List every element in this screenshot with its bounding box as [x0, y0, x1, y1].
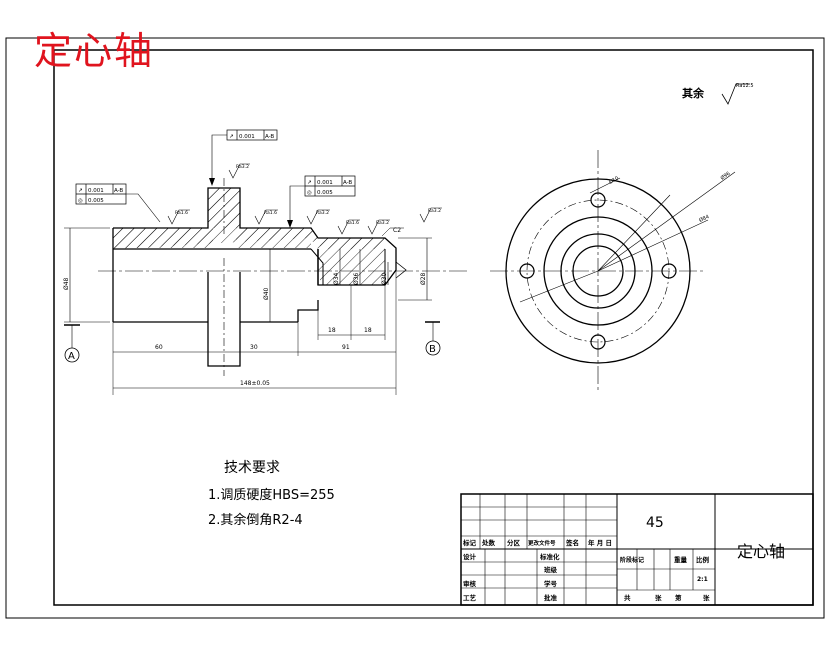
svg-text:Ø30: Ø30 — [381, 272, 388, 285]
svg-text:Ø36: Ø36 — [353, 272, 360, 285]
svg-text:Ø84: Ø84 — [698, 213, 710, 224]
svg-text:技术要求: 技术要求 — [224, 460, 280, 476]
roughness-1: Ra3.2 — [228, 163, 250, 179]
roughness-end — [395, 261, 407, 279]
svg-text:30: 30 — [250, 344, 258, 351]
svg-text:更改文件号: 更改文件号 — [528, 539, 556, 547]
shaft-section-view — [98, 178, 470, 376]
chamfer-label: C2 — [393, 227, 401, 234]
datum-a: A — [64, 324, 80, 363]
surface-note: 其余 Ra12.5 — [682, 83, 754, 105]
flange-end-view: Ø96 Ø84 Ø10 — [490, 150, 736, 392]
svg-text:B: B — [429, 344, 436, 355]
svg-text:年 月 日: 年 月 日 — [588, 538, 612, 547]
svg-text:↗: ↗ — [307, 180, 312, 186]
title-block-text: 标记 处数 分区 更改文件号 签名 年 月 日 设计 审核 工艺 标准化 班级 … — [462, 538, 710, 602]
svg-text:批准: 批准 — [544, 593, 558, 602]
svg-text:Ø10: Ø10 — [608, 175, 620, 186]
title-block — [460, 493, 814, 606]
roughness-7: Ra3.2 — [419, 207, 442, 223]
svg-text:↗: ↗ — [78, 188, 83, 194]
svg-text:工艺: 工艺 — [463, 593, 477, 602]
watermark-title: 定心轴 — [34, 29, 155, 73]
svg-text:比例: 比例 — [696, 555, 710, 564]
svg-text:处数: 处数 — [481, 538, 496, 547]
svg-text:0.005: 0.005 — [88, 198, 104, 204]
svg-text:0.001: 0.001 — [88, 188, 104, 194]
roughness-3: Ra1.6 — [254, 209, 278, 225]
tech-requirements: 技术要求 1.调质硬度HBS=255 2.其余倒角R2-4 — [208, 460, 335, 528]
svg-text:重量: 重量 — [674, 555, 688, 564]
svg-text:0.001: 0.001 — [239, 134, 255, 140]
svg-text:Ra3.2: Ra3.2 — [376, 220, 389, 226]
svg-text:A-B: A-B — [343, 180, 352, 186]
datum-b: B — [425, 321, 441, 356]
roughness-2: Ra1.6 — [167, 209, 190, 225]
svg-text:2:1: 2:1 — [697, 576, 708, 583]
svg-text:1.调质硬度HBS=255: 1.调质硬度HBS=255 — [208, 487, 335, 503]
material-label: 45 — [646, 515, 664, 531]
svg-text:Ra1.6: Ra1.6 — [264, 210, 277, 216]
svg-text:148±0.05: 148±0.05 — [240, 380, 270, 387]
svg-text:Ø40: Ø40 — [263, 287, 270, 300]
svg-text:Ø28: Ø28 — [420, 272, 427, 285]
svg-text:张: 张 — [655, 593, 662, 602]
svg-text:0.005: 0.005 — [317, 190, 333, 196]
svg-text:18: 18 — [364, 327, 372, 334]
svg-text:Ra3.2: Ra3.2 — [428, 208, 441, 214]
part-name-label: 定心轴 — [737, 542, 785, 561]
inner-frame — [53, 49, 814, 606]
svg-text:Ø34: Ø34 — [333, 272, 340, 285]
svg-text:A: A — [68, 351, 75, 362]
tolerance-frames: ↗ 0.001 A-B ↗ 0.001 A-B ◎ 0.005 ↗ 0.001 … — [75, 129, 356, 228]
svg-text:其余: 其余 — [682, 86, 705, 100]
svg-text:标准化: 标准化 — [539, 552, 560, 561]
svg-text:60: 60 — [155, 344, 163, 351]
svg-text:Ø96: Ø96 — [719, 170, 731, 182]
svg-text:Ra1.6: Ra1.6 — [346, 220, 359, 226]
svg-text:班级: 班级 — [544, 565, 558, 574]
outer-frame — [5, 37, 825, 619]
svg-text:第: 第 — [675, 593, 682, 602]
svg-text:A-B: A-B — [265, 134, 274, 140]
svg-text:◎: ◎ — [307, 190, 312, 196]
svg-text:阶段标记: 阶段标记 — [620, 556, 644, 564]
svg-text:Ra12.5: Ra12.5 — [736, 83, 754, 89]
roughness-5: Ra1.6 — [337, 219, 360, 235]
svg-text:共: 共 — [624, 593, 631, 602]
svg-text:学号: 学号 — [544, 579, 558, 588]
svg-text:标记: 标记 — [462, 538, 477, 547]
svg-text:↗: ↗ — [229, 134, 234, 140]
svg-text:A-B: A-B — [114, 188, 123, 194]
svg-text:0.001: 0.001 — [317, 180, 333, 186]
roughness-6: Ra3.2 — [367, 219, 390, 235]
dimension-texts: 60 30 91 18 18 148±0.05 Ø48 Ø40 Ø34 Ø36 … — [63, 272, 427, 387]
roughness-4: Ra3.2 — [306, 209, 330, 225]
svg-text:Ø48: Ø48 — [63, 277, 70, 290]
svg-text:设计: 设计 — [463, 552, 477, 561]
svg-text:18: 18 — [328, 327, 336, 334]
tolerance-frame-right: ↗ 0.001 A-B ◎ 0.005 — [287, 175, 356, 228]
svg-text:91: 91 — [342, 344, 350, 351]
tolerance-frame-top: ↗ 0.001 A-B — [209, 129, 278, 186]
tolerance-frame-left: ↗ 0.001 A-B ◎ 0.005 — [75, 183, 161, 223]
svg-text:张: 张 — [703, 593, 710, 602]
svg-text:Ra3.2: Ra3.2 — [316, 210, 329, 216]
svg-text:Ra3.2: Ra3.2 — [236, 164, 249, 170]
dimension-lines — [69, 228, 428, 389]
svg-text:2.其余倒角R2-4: 2.其余倒角R2-4 — [208, 512, 303, 528]
svg-text:◎: ◎ — [78, 198, 83, 204]
roughness-marks: Ra3.2 Ra1.6 Ra1.6 Ra3.2 Ra1.6 Ra3.2 Ra3.… — [167, 163, 442, 279]
svg-text:Ra1.6: Ra1.6 — [175, 210, 188, 216]
svg-text:签名: 签名 — [565, 538, 579, 547]
svg-text:审核: 审核 — [463, 579, 477, 588]
svg-text:分区: 分区 — [507, 538, 521, 547]
